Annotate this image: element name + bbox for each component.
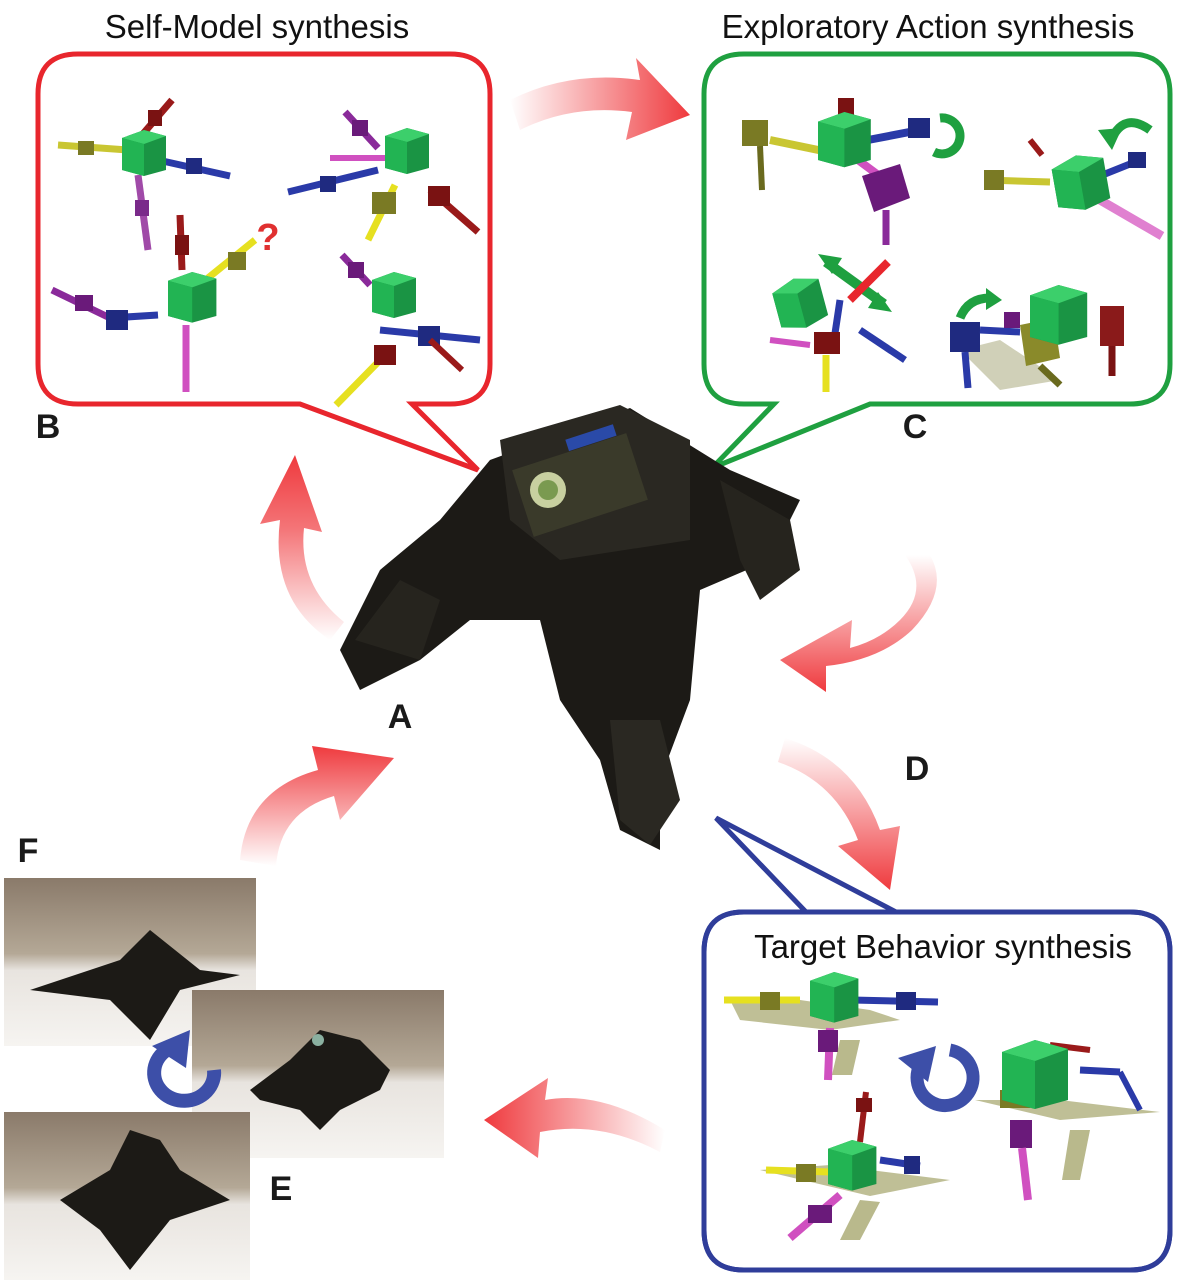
arrow-a-to-d (778, 738, 900, 890)
panel-letter-b: B (36, 408, 61, 446)
self-model-title: Self-Model synthesis (105, 8, 409, 45)
target-pose-2 (975, 1040, 1160, 1201)
self-model-panel: ? (35, 51, 493, 473)
rotation-arrow-icon (932, 113, 965, 159)
self-model-candidate-2 (287, 109, 481, 242)
arrow-b-to-c (510, 58, 690, 140)
arrow-a-to-b (260, 455, 344, 640)
target-behavior-panel: Target Behavior synthesis (701, 815, 1173, 1273)
arrow-f-to-a (240, 746, 394, 866)
exploratory-pose-2 (984, 118, 1165, 240)
loop-arrow-icon (898, 1043, 980, 1113)
loop-arrow-icon (147, 1030, 222, 1108)
robot-walking-photos (4, 878, 444, 1280)
exploratory-pose-1 (742, 98, 965, 245)
panel-letter-f: F (18, 832, 39, 870)
exploratory-action-title: Exploratory Action synthesis (722, 8, 1135, 45)
exploratory-pose-3 (769, 254, 907, 392)
exploratory-action-panel (701, 51, 1173, 471)
exploratory-pose-4 (950, 285, 1124, 390)
target-behavior-bubble (701, 815, 1173, 1273)
robot-photo (340, 405, 800, 850)
target-behavior-title: Target Behavior synthesis (754, 928, 1132, 965)
self-model-bubble (35, 51, 493, 473)
arrow-c-to-a (780, 555, 937, 692)
exploratory-action-bubble (701, 51, 1173, 471)
target-pose-1 (724, 972, 939, 1081)
target-pose-3 (760, 1091, 950, 1242)
panel-letter-c: C (903, 408, 928, 446)
panel-letter-e: E (270, 1170, 293, 1208)
self-model-candidate-4 (333, 252, 481, 408)
photo-bottom-left (4, 1112, 250, 1280)
panel-letter-d: D (905, 750, 930, 788)
self-model-candidate-3 (50, 214, 258, 392)
panel-letter-a: A (388, 698, 413, 736)
arrow-e-to-f (484, 1078, 665, 1158)
question-mark-icon: ? (256, 217, 279, 259)
self-model-candidate-1 (57, 97, 231, 251)
